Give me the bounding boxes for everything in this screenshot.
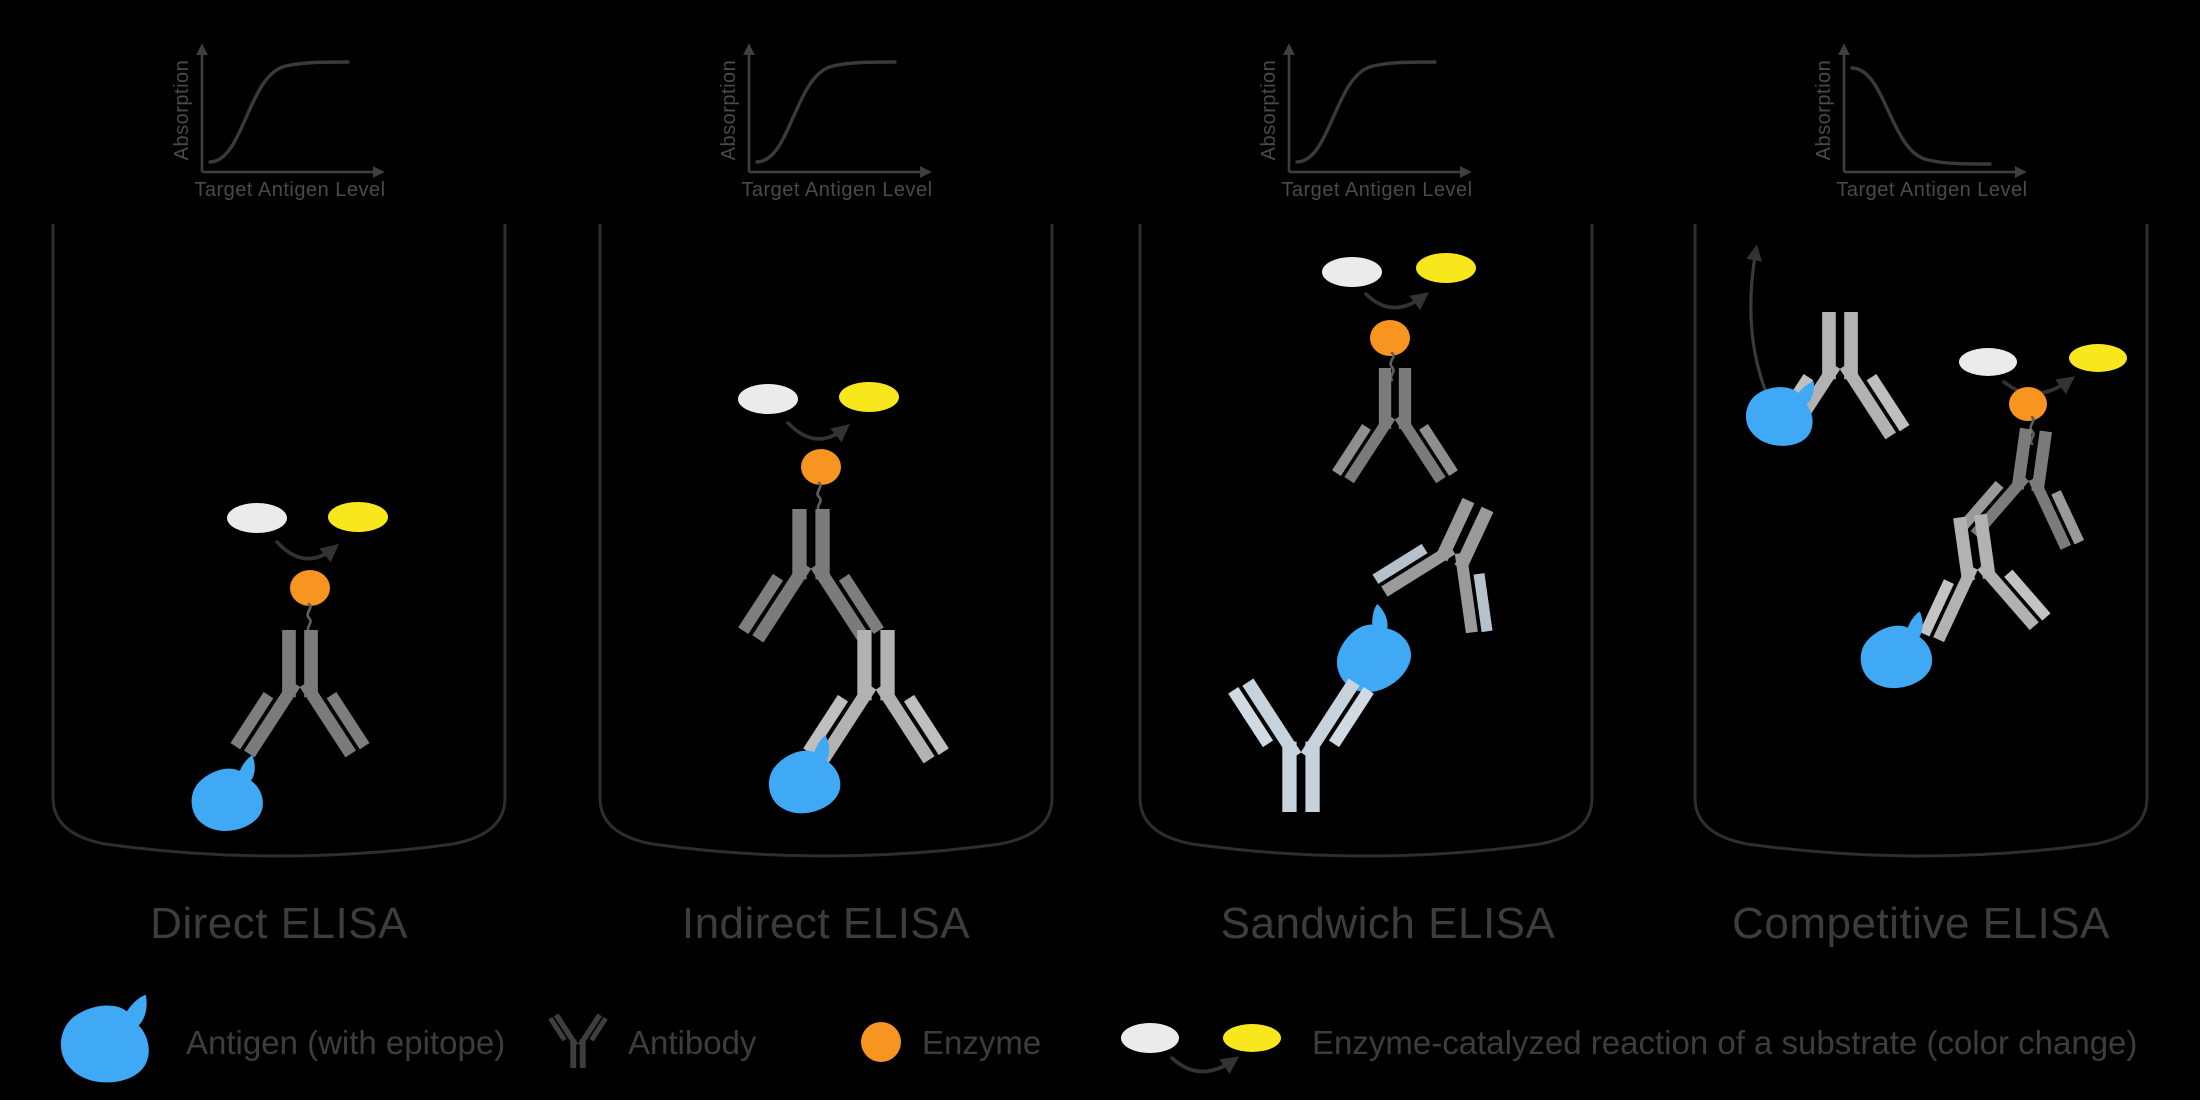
x-axis-label: Target Antigen Level bbox=[741, 179, 932, 201]
response-graph: Absorption Target Antigen Level bbox=[171, 48, 385, 201]
response-graph: Absorption Target Antigen Level bbox=[718, 48, 932, 201]
panel-indirect-elisa: Absorption Target Antigen Level Indirect… bbox=[598, 48, 1054, 948]
enzyme bbox=[2009, 387, 2047, 421]
x-axis-label: Target Antigen Level bbox=[1281, 179, 1472, 201]
product bbox=[839, 382, 899, 412]
legend: Antigen (with epitope) Antibody Enzyme E… bbox=[60, 994, 2137, 1083]
response-graph: Absorption Target Antigen Level bbox=[1258, 48, 1472, 201]
legend-item-enzyme: Enzyme bbox=[861, 1022, 1041, 1062]
legend-label: Enzyme bbox=[922, 1024, 1041, 1061]
substrate-icon bbox=[1121, 1023, 1179, 1053]
x-axis-label: Target Antigen Level bbox=[1836, 179, 2027, 201]
legend-item-antigen: Antigen (with epitope) bbox=[60, 994, 505, 1083]
substrate bbox=[1322, 257, 1382, 287]
panel-title: Direct ELISA bbox=[150, 899, 408, 948]
legend-label: Antigen (with epitope) bbox=[186, 1024, 505, 1061]
enzyme bbox=[290, 570, 330, 606]
panel-title: Competitive ELISA bbox=[1732, 899, 2110, 948]
y-axis-label: Absorption bbox=[1258, 60, 1280, 161]
enzyme-icon bbox=[861, 1022, 901, 1062]
x-axis-label: Target Antigen Level bbox=[194, 179, 385, 201]
panel-title: Sandwich ELISA bbox=[1221, 899, 1556, 948]
substrate bbox=[1959, 348, 2017, 376]
reaction-arrow bbox=[275, 540, 339, 563]
product bbox=[1416, 253, 1476, 283]
legend-label: Antibody bbox=[628, 1024, 757, 1061]
legend-label: Enzyme-catalyzed reaction of a substrate… bbox=[1312, 1024, 2137, 1061]
y-axis-label: Absorption bbox=[1813, 60, 1835, 161]
product bbox=[2069, 344, 2127, 372]
product-icon bbox=[1223, 1024, 1281, 1052]
panel-direct-elisa: Absorption Target Antigen Level Direct E… bbox=[51, 48, 507, 948]
response-graph: Absorption Target Antigen Level bbox=[1813, 48, 2027, 201]
wash-away-arrow bbox=[1746, 244, 1768, 394]
substrate bbox=[738, 384, 798, 414]
substrate bbox=[227, 503, 287, 533]
panel-title: Indirect ELISA bbox=[682, 899, 970, 948]
panel-competitive-elisa: Absorption Target Antigen Level Competit… bbox=[1693, 48, 2149, 948]
reaction-arrow bbox=[1364, 292, 1430, 311]
y-axis-label: Absorption bbox=[718, 60, 740, 161]
legend-item-antibody: Antibody bbox=[548, 1013, 757, 1068]
y-axis-label: Absorption bbox=[171, 60, 193, 161]
product bbox=[328, 502, 388, 532]
reaction-arrow-icon bbox=[1170, 1056, 1240, 1075]
panel-sandwich-elisa: Absorption Target Antigen Level Sandwich… bbox=[1138, 48, 1594, 948]
reaction-arrow bbox=[786, 421, 850, 443]
legend-item-reaction: Enzyme-catalyzed reaction of a substrate… bbox=[1121, 1023, 2137, 1075]
enzyme bbox=[1370, 320, 1410, 356]
enzyme bbox=[801, 449, 841, 485]
